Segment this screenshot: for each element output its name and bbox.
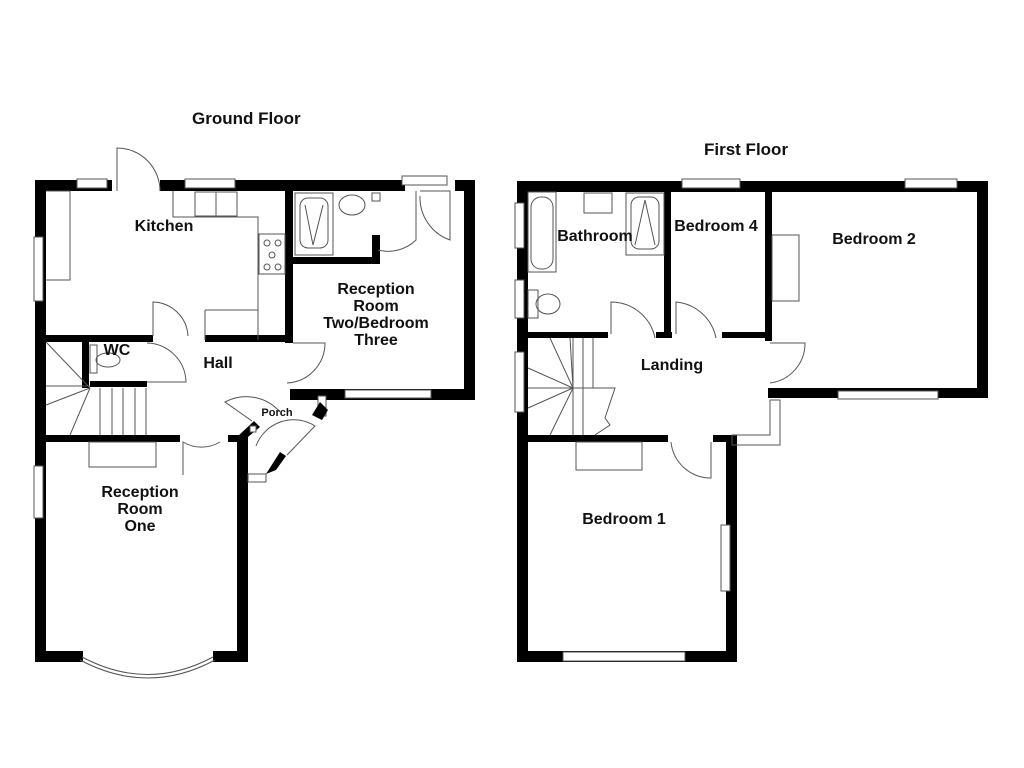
room-label-bedroom-4: Bedroom 4: [674, 218, 758, 235]
ground-floor-plan: [33, 147, 475, 679]
room-label-hall: Hall: [203, 355, 233, 372]
room-label-kitchen: Kitchen: [134, 218, 194, 235]
ground-floor-title: Ground Floor: [192, 109, 301, 128]
room-label-bedroom-2: Bedroom 2: [832, 231, 916, 248]
room-label-reception-one: Reception Room One: [101, 484, 179, 535]
room-label-porch: Porch: [261, 407, 293, 419]
room-label-reception-two: Reception Room Two/Bedroom Three: [323, 281, 429, 349]
room-label-bathroom: Bathroom: [557, 228, 633, 245]
room-label-wc: WC: [103, 342, 131, 359]
first-floor-title: First Floor: [704, 140, 789, 159]
room-label-landing: Landing: [640, 357, 704, 374]
first-floor-plan: [514, 178, 988, 662]
room-label-bedroom-1: Bedroom 1: [582, 511, 666, 528]
